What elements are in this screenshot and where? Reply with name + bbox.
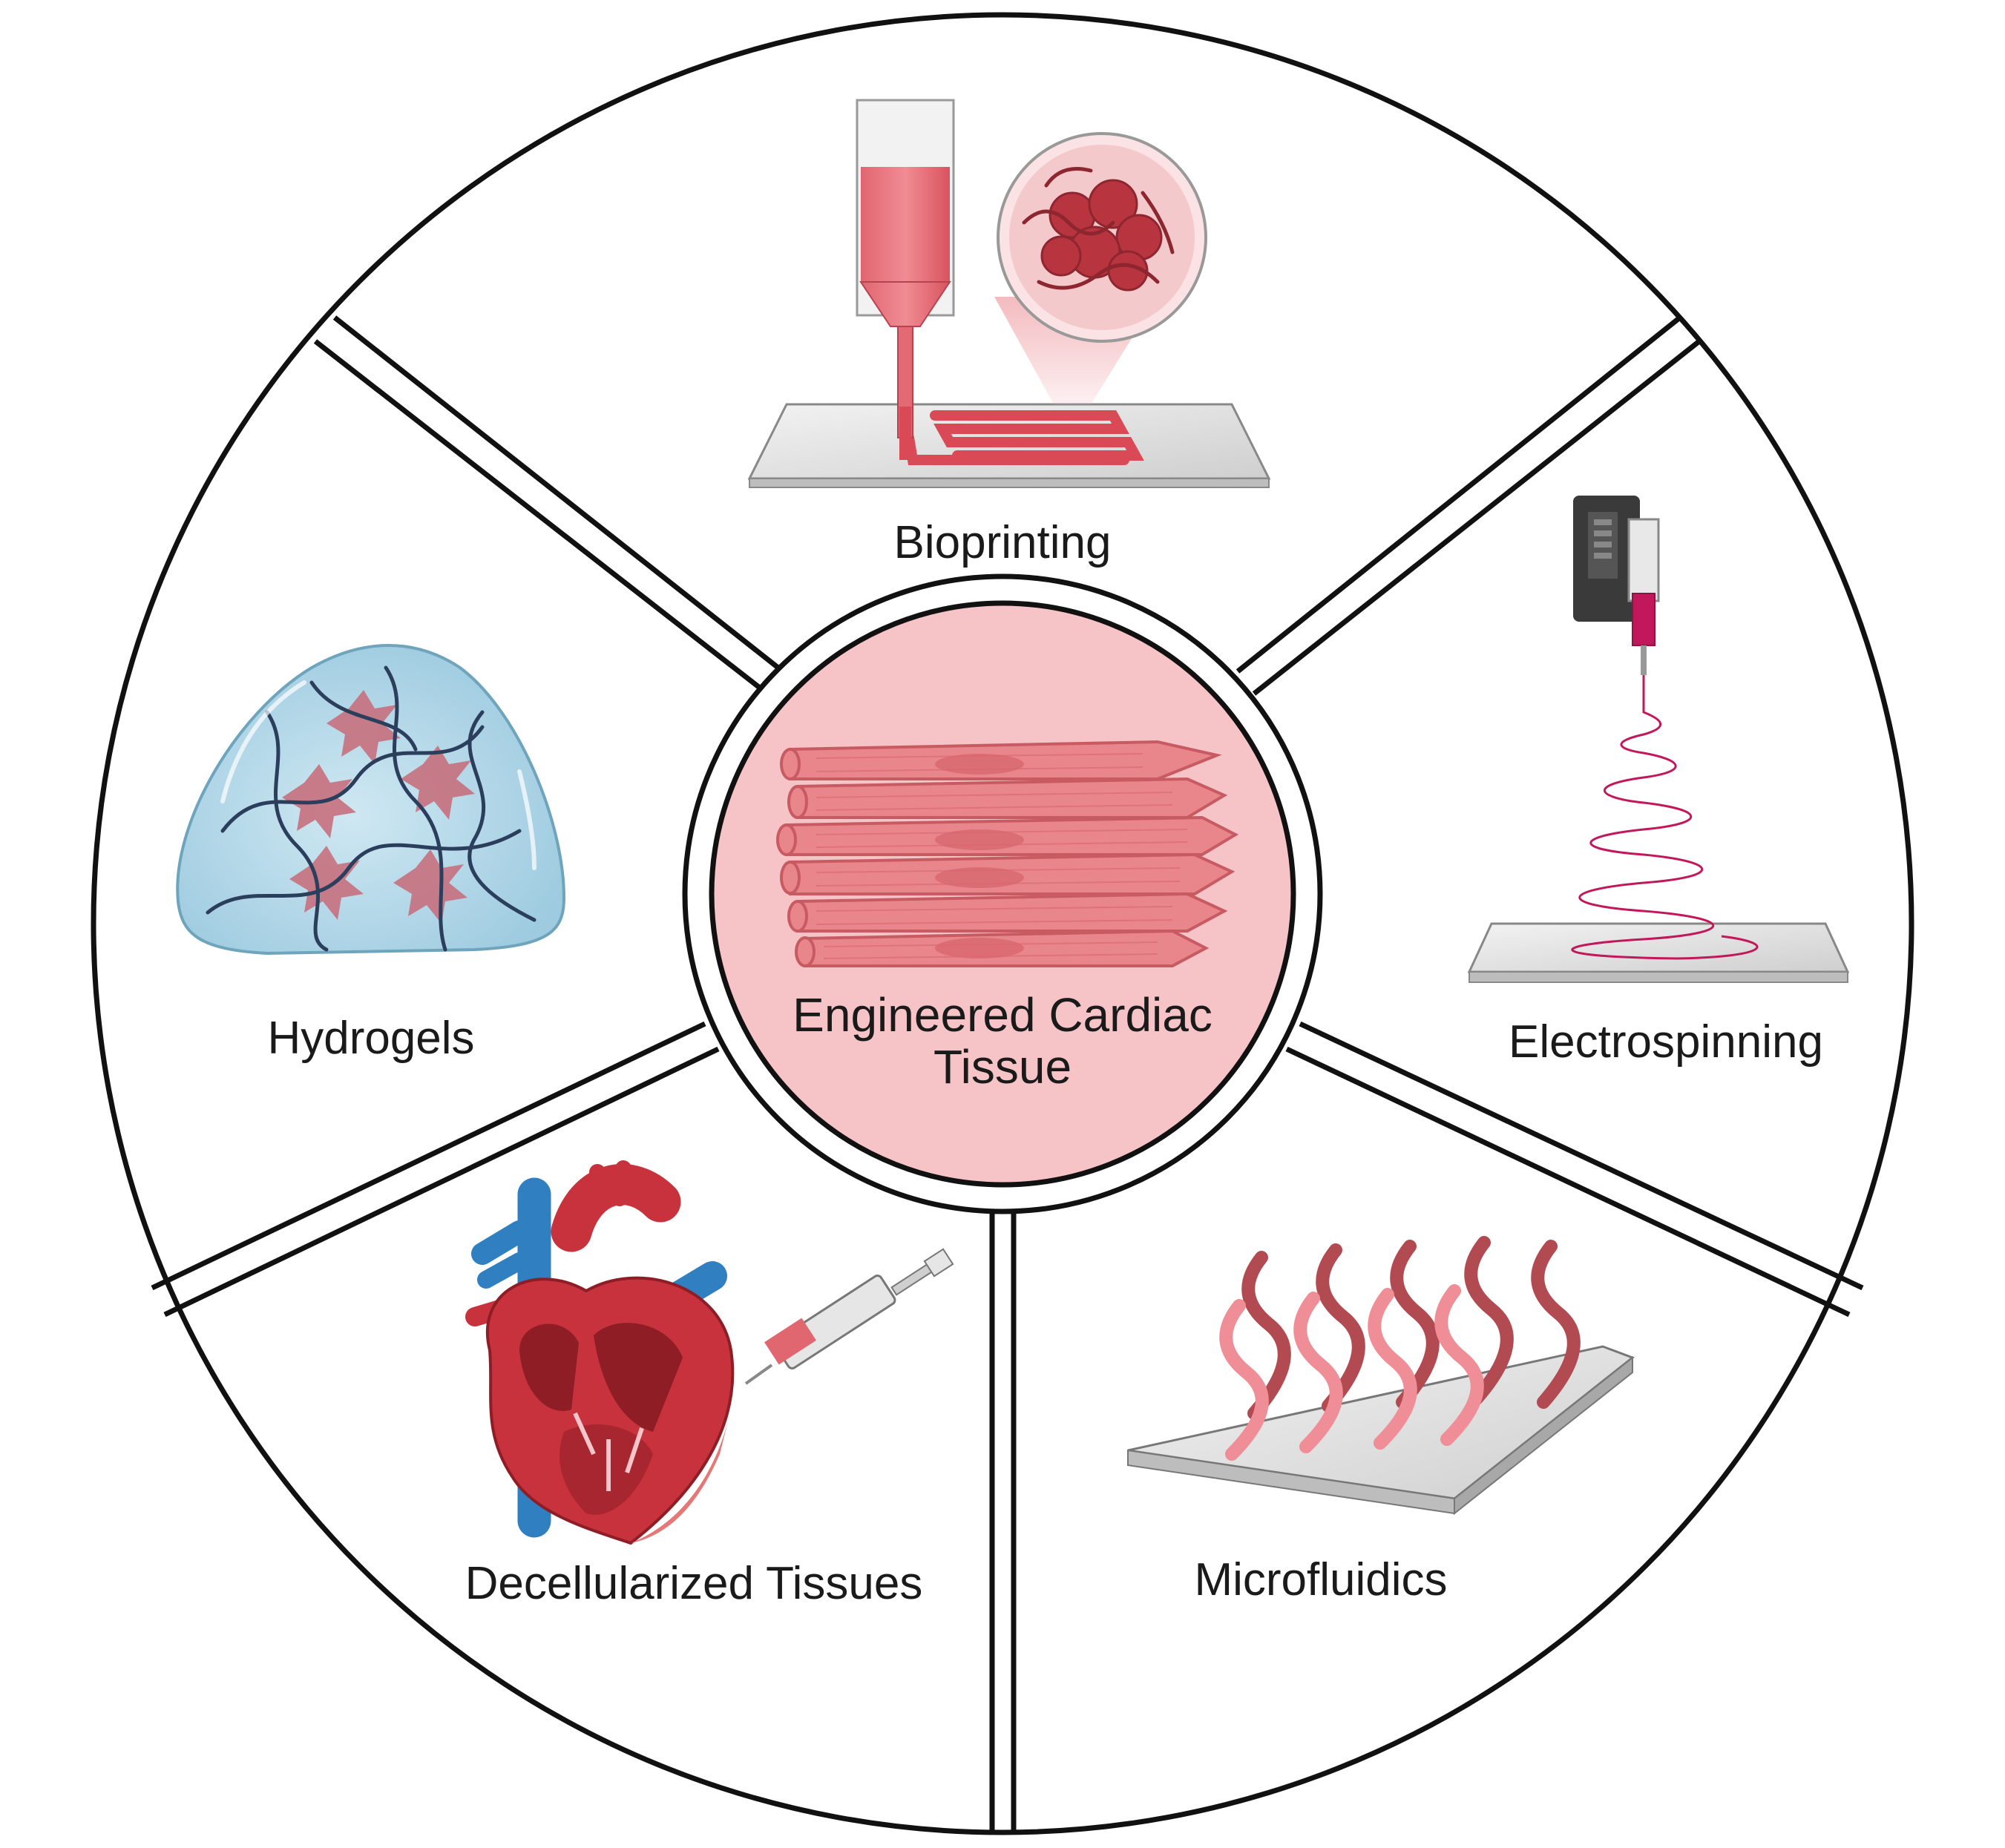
hydrogels-label: Hydrogels <box>267 1013 474 1064</box>
hydrogel-icon <box>176 644 566 956</box>
electrospinning-label: Electrospinning <box>1509 1016 1823 1068</box>
spoke-dividers <box>151 315 1864 1831</box>
microfluidic-chip-icon <box>1127 1236 1635 1516</box>
decellularized-label: Decellularized Tissues <box>465 1558 923 1609</box>
microfluidics-label: Microfluidics <box>1194 1554 1447 1605</box>
cardiomyocyte-icon <box>776 740 1239 967</box>
heart-syringe-icon <box>465 1160 954 1545</box>
bioprinter-icon <box>747 99 1271 488</box>
center-label-line2: Tissue <box>933 1040 1072 1094</box>
center-label-line1: Engineered Cardiac <box>793 988 1212 1042</box>
electrospinning-icon <box>1467 496 1850 983</box>
bioprinting-label: Bioprinting <box>894 517 1112 568</box>
